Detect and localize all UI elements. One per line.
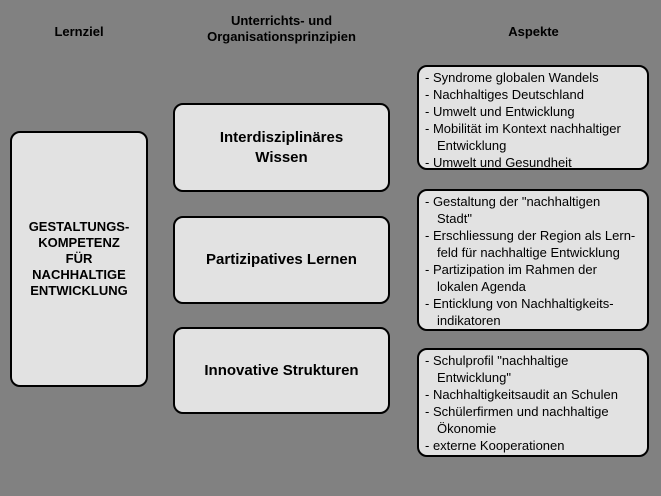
prinzip-box-interdisziplinaeres-wissen: Interdisziplinäres Wissen [173,103,390,192]
prinzip-box-partizipatives-lernen: Partizipatives Lernen [173,216,390,304]
aspekt-item: - Mobilität im Kontext nachhaltiger Entw… [425,121,621,153]
column-header-aspekte: Aspekte [508,24,559,39]
column-header-prinzipien: Unterrichts- und Organisationsprinzipien [207,13,356,44]
aspekt-item: - externe Kooperationen [425,438,565,453]
aspekt-item: - Enticklung von Nachhaltigkeits- indika… [425,296,614,328]
aspekte-box-interdisziplinaeres-wissen: - Syndrome globalen Wandels - Nachhaltig… [417,65,649,170]
aspekt-item: - Nachhaltigkeitsaudit an Schulen [425,387,618,402]
aspekt-item: - Partizipation im Rahmen der lokalen Ag… [425,262,597,294]
aspekt-item: - Umwelt und Gesundheit [425,155,572,170]
column-header-lernziel: Lernziel [54,24,104,39]
lernziel-box-label: GESTALTUNGS- KOMPETENZ FÜR NACHHALTIGE E… [28,219,130,298]
aspekt-item: - Erschliessung der Region als Lern- fel… [425,228,636,260]
prinzip-box-label: Interdisziplinäres Wissen [219,128,344,166]
aspekt-item: - Nachhaltiges Deutschland [425,87,584,102]
prinzip-box-label: Partizipatives Lernen [206,251,357,268]
aspekte-box-innovative-strukturen: - Schulprofil "nachhaltige Entwicklung" … [417,348,649,457]
prinzip-box-label: Innovative Strukturen [204,361,359,379]
prinzip-box-innovative-strukturen: Innovative Strukturen [173,327,390,414]
aspekt-item: - Umwelt und Entwicklung [425,104,575,119]
aspekte-box-partizipatives-lernen: - Gestaltung der "nachhaltigen Stadt" - … [417,189,649,331]
aspekt-item: - Schulprofil "nachhaltige Entwicklung" [425,353,569,385]
aspekt-item: - Gestaltung der "nachhaltigen Stadt" [425,194,601,226]
lernziel-box: GESTALTUNGS- KOMPETENZ FÜR NACHHALTIGE E… [10,131,148,387]
aspekt-item: - Syndrome globalen Wandels [425,70,599,85]
aspekt-item: - Schülerfirmen und nachhaltige Ökonomie [425,404,609,436]
